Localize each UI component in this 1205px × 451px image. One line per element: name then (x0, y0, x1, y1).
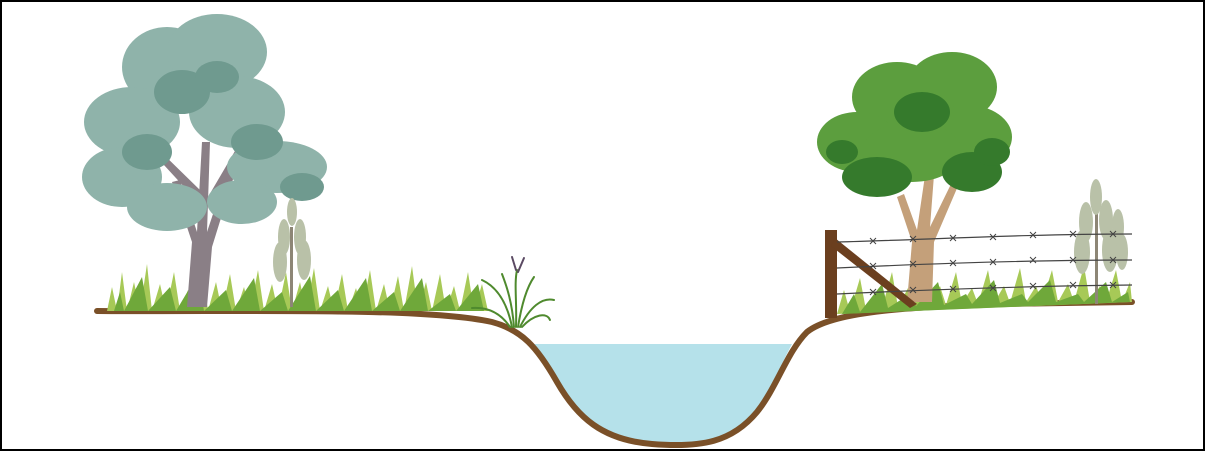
right-grass (837, 266, 1132, 314)
stream-water (530, 344, 792, 444)
left-grass (107, 264, 488, 311)
sedge-clump (472, 257, 554, 327)
